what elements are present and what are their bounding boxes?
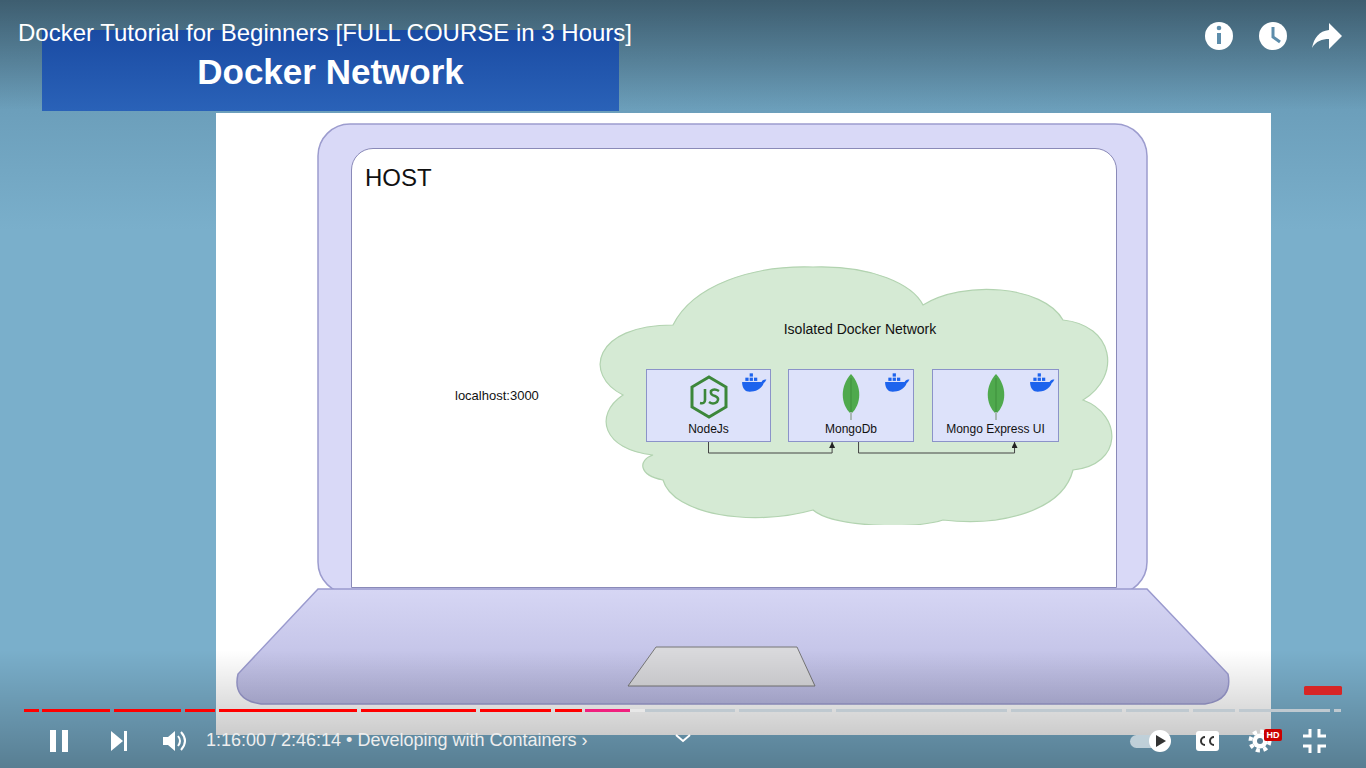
video-title: Docker Tutorial for Beginners [FULL COUR… (18, 19, 632, 47)
container-logo (839, 372, 863, 420)
progress-rest (1011, 709, 1122, 712)
progress-buffer (630, 709, 645, 712)
progress-rest (1126, 709, 1189, 712)
whale-graphic (885, 373, 909, 391)
docker-whale-icon (1029, 372, 1055, 392)
info-stem (1217, 33, 1221, 44)
top-icons (1205, 22, 1342, 50)
progress-played (185, 709, 215, 712)
gear-hole (1257, 738, 1263, 744)
share-icon (1312, 23, 1342, 49)
progress-played (480, 709, 551, 712)
container-box: Mongo Express UI (932, 369, 1059, 442)
host-screen: HOST Isolated Docker NetworkNodeJs MongoDb… (351, 148, 1117, 588)
hd-badge: HD (1264, 729, 1282, 741)
container-logo (984, 372, 1008, 420)
info-icon (1205, 22, 1233, 50)
progress-rest (1239, 709, 1330, 712)
host-heading: HOST (365, 164, 432, 192)
clock-icon (1259, 22, 1287, 50)
slide-panel (216, 113, 1271, 735)
container-logo (689, 375, 729, 419)
progress-played (114, 709, 181, 712)
logo-graphic (987, 374, 1004, 420)
laptop-lid (318, 124, 1147, 594)
fullscreen-exit-icon (1303, 729, 1326, 753)
info-dot (1217, 26, 1222, 31)
cc-icon (1196, 731, 1219, 751)
progress-rest (1334, 709, 1341, 712)
progress-played (585, 709, 630, 712)
progress-rest (645, 709, 735, 712)
slide-title: Docker Network (197, 52, 463, 92)
progress-played (24, 709, 39, 712)
next-icon (124, 731, 127, 751)
progress-played (361, 709, 476, 712)
player-controls (50, 729, 1326, 753)
container-label: Mongo Express UI (946, 422, 1045, 436)
network-label: Isolated Docker Network (583, 265, 1113, 337)
next-icon (111, 731, 123, 751)
bottom-shade (0, 650, 1366, 768)
pause-icon (62, 730, 68, 752)
progress-played (42, 709, 110, 712)
clock-hands (1273, 27, 1280, 42)
container-box: NodeJs (646, 369, 771, 442)
top-shade (0, 0, 1366, 110)
progress-rest (739, 709, 832, 712)
cloud-shape (600, 267, 1112, 525)
container-box: MongoDb (788, 369, 914, 442)
whale-graphic (1030, 373, 1054, 391)
progress-bar (24, 709, 1341, 712)
logo-graphic (843, 374, 860, 420)
volume-icon (163, 731, 175, 751)
subscribe-badge (1304, 686, 1342, 695)
autoplay-play (1156, 735, 1166, 747)
progress-played (555, 709, 582, 712)
autoplay-knob (1149, 730, 1171, 752)
progress-rest (1193, 709, 1235, 712)
container-label: NodeJs (688, 422, 729, 436)
progress-rest (836, 709, 1007, 712)
url-label: localhost:3000 (455, 388, 539, 403)
progress-played (219, 709, 357, 712)
logo-graphic (692, 377, 726, 417)
volume-waves (178, 732, 185, 750)
time-chapter: 1:16:00 / 2:46:14 • Developing with Cont… (206, 730, 588, 751)
chevron-down (676, 735, 690, 741)
container-label: MongoDb (825, 422, 877, 436)
pause-icon (50, 730, 56, 752)
docker-whale-icon (884, 372, 910, 392)
docker-whale-icon (741, 372, 767, 392)
cc-glyph (1201, 737, 1214, 745)
docker-network-cloud: Isolated Docker NetworkNodeJs MongoDb Mong… (583, 265, 1113, 525)
whale-graphic (742, 373, 766, 391)
